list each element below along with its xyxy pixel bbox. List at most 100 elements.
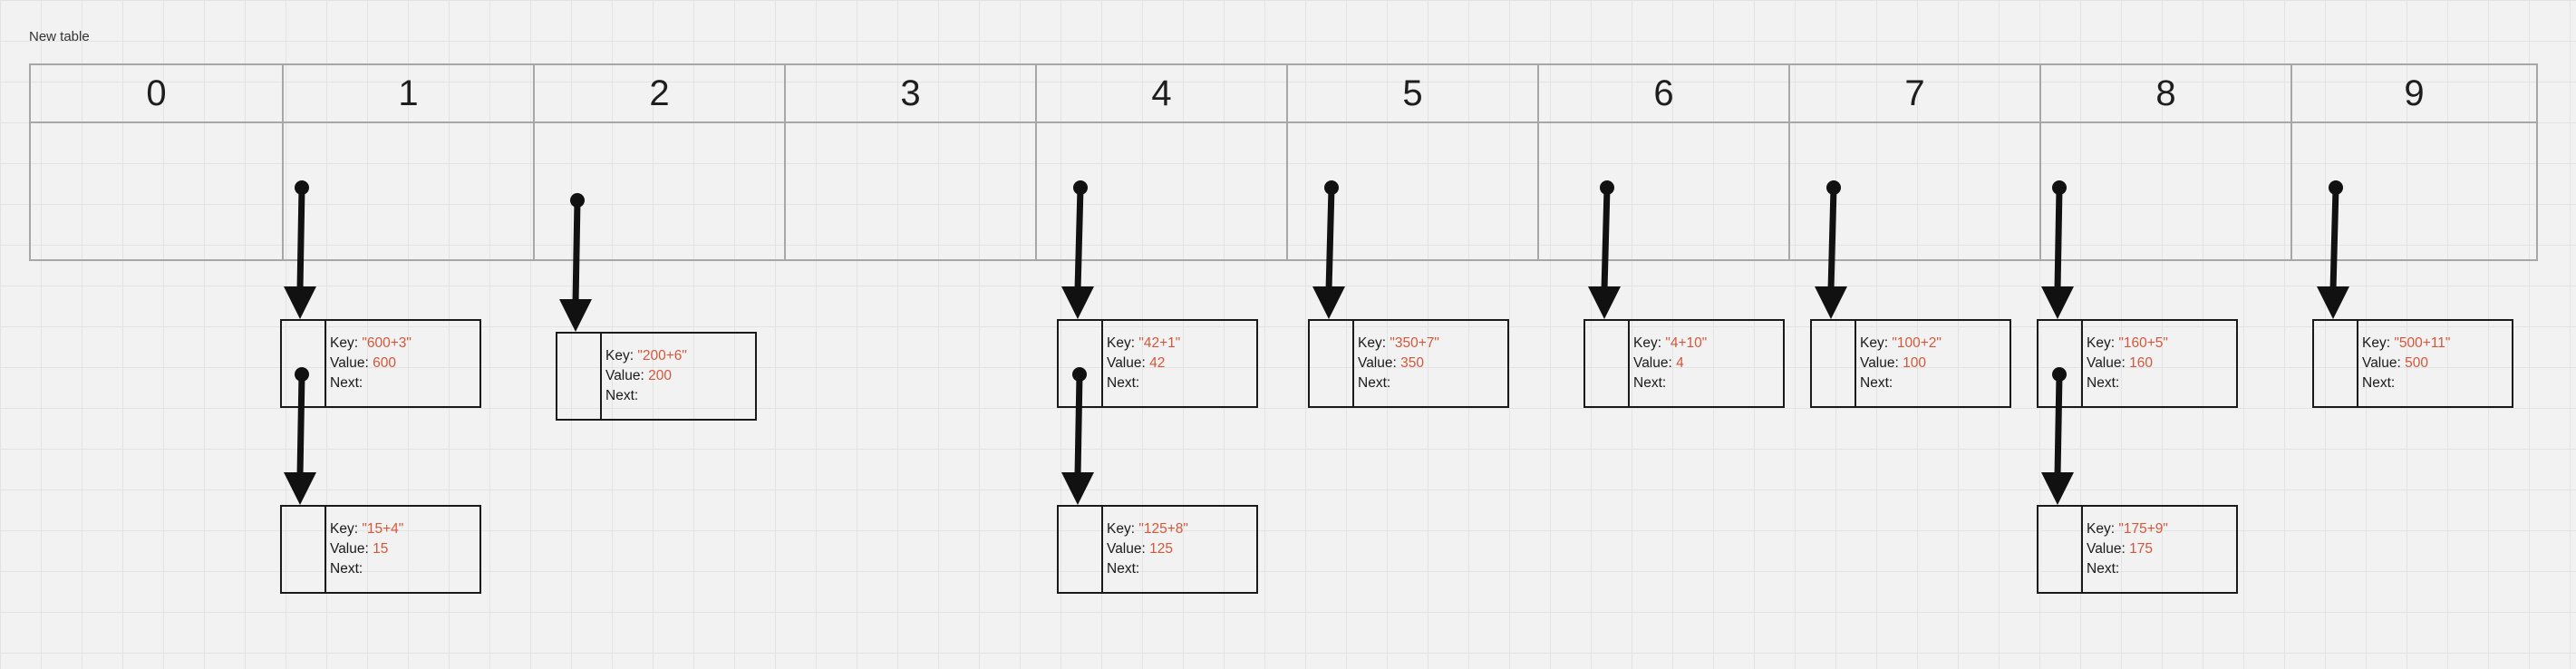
key-row: Key: "500+11" bbox=[2362, 334, 2450, 354]
next-row: Next: bbox=[1860, 373, 1942, 393]
hash-table: 0 1 2 3 4 5 6 7 8 9 bbox=[29, 63, 2538, 261]
value-row: Value: 4 bbox=[1633, 354, 1707, 373]
value-row: Value: 600 bbox=[330, 354, 412, 373]
value-value: 160 bbox=[2129, 355, 2153, 371]
key-label: Key: bbox=[2087, 335, 2116, 351]
value-row: Value: 42 bbox=[1107, 354, 1180, 373]
node-fields: Key: "600+3" Value: 600 Next: bbox=[330, 334, 412, 393]
node-bucket-8-first[interactable]: Key: "160+5" Value: 160 Next: bbox=[2037, 319, 2238, 408]
bucket-8: 8 bbox=[2039, 65, 2290, 259]
value-value: 350 bbox=[1400, 355, 1424, 371]
node-pointer-cell bbox=[2314, 321, 2358, 406]
next-label: Next: bbox=[1358, 375, 1391, 391]
value-row: Value: 500 bbox=[2362, 354, 2450, 373]
node-pointer-cell bbox=[1812, 321, 1856, 406]
value-value: 500 bbox=[2405, 355, 2428, 371]
key-value: "4+10" bbox=[1665, 335, 1708, 351]
bucket-index: 3 bbox=[786, 65, 1035, 123]
value-row: Value: 125 bbox=[1107, 539, 1188, 559]
node-bucket-5-first[interactable]: Key: "350+7" Value: 350 Next: bbox=[1308, 319, 1509, 408]
bucket-index: 0 bbox=[31, 65, 282, 123]
key-label: Key: bbox=[2362, 335, 2391, 351]
bucket-slot bbox=[786, 123, 1035, 259]
next-label: Next: bbox=[2087, 375, 2120, 391]
next-row: Next: bbox=[2362, 373, 2450, 393]
value-label: Value: bbox=[330, 355, 369, 371]
node-fields: Key: "100+2" Value: 100 Next: bbox=[1860, 334, 1942, 393]
value-value: 15 bbox=[373, 541, 389, 557]
key-label: Key: bbox=[330, 521, 359, 537]
bucket-index: 1 bbox=[284, 65, 533, 123]
node-pointer-cell bbox=[557, 334, 602, 419]
next-row: Next: bbox=[1107, 559, 1188, 579]
value-label: Value: bbox=[2362, 355, 2401, 371]
bucket-9: 9 bbox=[2290, 65, 2536, 259]
bucket-index: 7 bbox=[1790, 65, 2039, 123]
node-bucket-8-second[interactable]: Key: "175+9" Value: 175 Next: bbox=[2037, 505, 2238, 594]
key-row: Key: "42+1" bbox=[1107, 334, 1180, 354]
node-bucket-1-first[interactable]: Key: "600+3" Value: 600 Next: bbox=[280, 319, 481, 408]
node-fields: Key: "125+8" Value: 125 Next: bbox=[1107, 519, 1188, 579]
value-label: Value: bbox=[1107, 541, 1146, 557]
key-value: "200+6" bbox=[637, 348, 687, 364]
key-row: Key: "160+5" bbox=[2087, 334, 2168, 354]
node-fields: Key: "4+10" Value: 4 Next: bbox=[1633, 334, 1707, 393]
key-row: Key: "600+3" bbox=[330, 334, 412, 354]
board-title: New table bbox=[29, 29, 90, 44]
next-label: Next: bbox=[1107, 561, 1140, 577]
bucket-index: 8 bbox=[2041, 65, 2290, 123]
key-value: "100+2" bbox=[1892, 335, 1942, 351]
bucket-slot bbox=[2041, 123, 2290, 259]
next-row: Next: bbox=[330, 559, 403, 579]
value-row: Value: 15 bbox=[330, 539, 403, 559]
node-pointer-cell bbox=[282, 321, 326, 406]
key-label: Key: bbox=[1860, 335, 1889, 351]
value-row: Value: 175 bbox=[2087, 539, 2168, 559]
next-row: Next: bbox=[1633, 373, 1707, 393]
key-label: Key: bbox=[1107, 335, 1136, 351]
node-pointer-cell bbox=[282, 507, 326, 592]
node-fields: Key: "15+4" Value: 15 Next: bbox=[330, 519, 403, 579]
key-row: Key: "100+2" bbox=[1860, 334, 1942, 354]
value-label: Value: bbox=[2087, 541, 2126, 557]
key-label: Key: bbox=[1633, 335, 1662, 351]
node-fields: Key: "175+9" Value: 175 Next: bbox=[2087, 519, 2168, 579]
value-value: 42 bbox=[1149, 355, 1166, 371]
bucket-slot bbox=[1790, 123, 2039, 259]
key-row: Key: "125+8" bbox=[1107, 519, 1188, 539]
key-row: Key: "175+9" bbox=[2087, 519, 2168, 539]
node-fields: Key: "350+7" Value: 350 Next: bbox=[1358, 334, 1439, 393]
node-fields: Key: "200+6" Value: 200 Next: bbox=[605, 346, 687, 406]
node-pointer-cell bbox=[2039, 507, 2083, 592]
node-fields: Key: "160+5" Value: 160 Next: bbox=[2087, 334, 2168, 393]
value-label: Value: bbox=[1358, 355, 1397, 371]
node-bucket-4-first[interactable]: Key: "42+1" Value: 42 Next: bbox=[1057, 319, 1258, 408]
value-row: Value: 100 bbox=[1860, 354, 1942, 373]
node-bucket-6-first[interactable]: Key: "4+10" Value: 4 Next: bbox=[1583, 319, 1785, 408]
bucket-slot bbox=[284, 123, 533, 259]
node-bucket-7-first[interactable]: Key: "100+2" Value: 100 Next: bbox=[1810, 319, 2011, 408]
node-bucket-2-first[interactable]: Key: "200+6" Value: 200 Next: bbox=[556, 332, 757, 421]
node-pointer-cell bbox=[1585, 321, 1630, 406]
bucket-index: 2 bbox=[535, 65, 784, 123]
bucket-2: 2 bbox=[533, 65, 784, 259]
key-value: "500+11" bbox=[2394, 335, 2451, 351]
next-label: Next: bbox=[2362, 375, 2396, 391]
node-pointer-cell bbox=[1059, 507, 1103, 592]
value-label: Value: bbox=[2087, 355, 2126, 371]
bucket-slot bbox=[1288, 123, 1537, 259]
next-label: Next: bbox=[2087, 561, 2120, 577]
node-bucket-9-first[interactable]: Key: "500+11" Value: 500 Next: bbox=[2312, 319, 2513, 408]
bucket-slot bbox=[535, 123, 784, 259]
key-value: "42+1" bbox=[1138, 335, 1181, 351]
value-row: Value: 200 bbox=[605, 366, 687, 386]
node-bucket-1-second[interactable]: Key: "15+4" Value: 15 Next: bbox=[280, 505, 481, 594]
next-label: Next: bbox=[330, 561, 363, 577]
node-pointer-cell bbox=[2039, 321, 2083, 406]
next-row: Next: bbox=[2087, 373, 2168, 393]
key-label: Key: bbox=[330, 335, 359, 351]
node-bucket-4-second[interactable]: Key: "125+8" Value: 125 Next: bbox=[1057, 505, 1258, 594]
node-pointer-cell bbox=[1059, 321, 1103, 406]
next-label: Next: bbox=[605, 388, 639, 403]
value-label: Value: bbox=[1633, 355, 1672, 371]
